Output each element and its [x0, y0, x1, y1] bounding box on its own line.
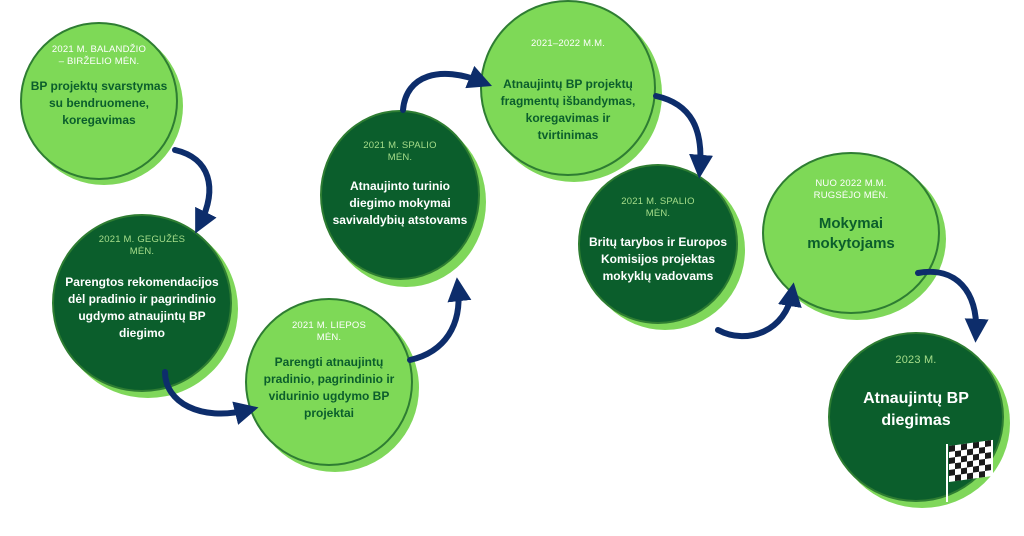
step-3-date: 2021 m. liepos mėn. — [291, 320, 367, 343]
step-4-text: Atnaujinto turinio diegimo mokymai saviv… — [332, 179, 468, 227]
step-7-date: Nuo 2022 m.m. rugsėjo mėn. — [813, 178, 889, 201]
step-7-circle: Nuo 2022 m.m. rugsėjo mėn. Mokymai mokyt… — [762, 152, 940, 314]
step-1-circle: 2021 m. balandžio – birželio mėn. BP pro… — [20, 22, 178, 180]
step-3-text: Parengti atnaujintų pradinio, pagrindini… — [263, 355, 395, 420]
step-2-circle: 2021 m. gegužės mėn. Parengtos rekomenda… — [52, 214, 232, 392]
arrow-6-7 — [715, 282, 802, 340]
step-2-date: 2021 m. gegužės mėn. — [98, 234, 186, 257]
arrow-1-2 — [172, 147, 217, 234]
arrow-5-6 — [653, 93, 713, 179]
step-6-circle: 2021 m. spalio mėn. Britų tarybos ir Eur… — [578, 164, 738, 324]
step-1-date: 2021 m. balandžio – birželio mėn. — [51, 44, 147, 67]
step-5-text: Atnaujintų BP projektų fragmentų išbandy… — [500, 77, 636, 142]
step-1-text: BP projektų svarstymas su bendruomene, k… — [30, 79, 168, 127]
step-5-circle: 2021–2022 m.m. Atnaujintų BP projektų fr… — [480, 0, 656, 176]
arrow-3-4 — [407, 277, 472, 363]
step-4-date: 2021 m. spalio mėn. — [363, 140, 437, 163]
step-7-text: Mokymai mokytojams — [807, 215, 895, 252]
step-5-date: 2021–2022 m.m. — [530, 38, 606, 49]
step-8-text: Atnaujintų BP diegimas — [863, 390, 969, 429]
arrow-4-5 — [400, 65, 493, 113]
step-6-text: Britų tarybos ir Europos Komisijos proje… — [588, 235, 728, 283]
checkered-flag-icon — [946, 439, 993, 502]
step-2-text: Parengtos rekomendacijos dėl pradinio ir… — [65, 275, 219, 340]
step-6-date: 2021 m. spalio mėn. — [621, 196, 695, 219]
step-3-circle: 2021 m. liepos mėn. Parengti atnaujintų … — [245, 298, 413, 466]
step-4-circle: 2021 m. spalio mėn. Atnaujinto turinio d… — [320, 110, 480, 280]
step-8-date: 2023 m. — [895, 354, 937, 366]
